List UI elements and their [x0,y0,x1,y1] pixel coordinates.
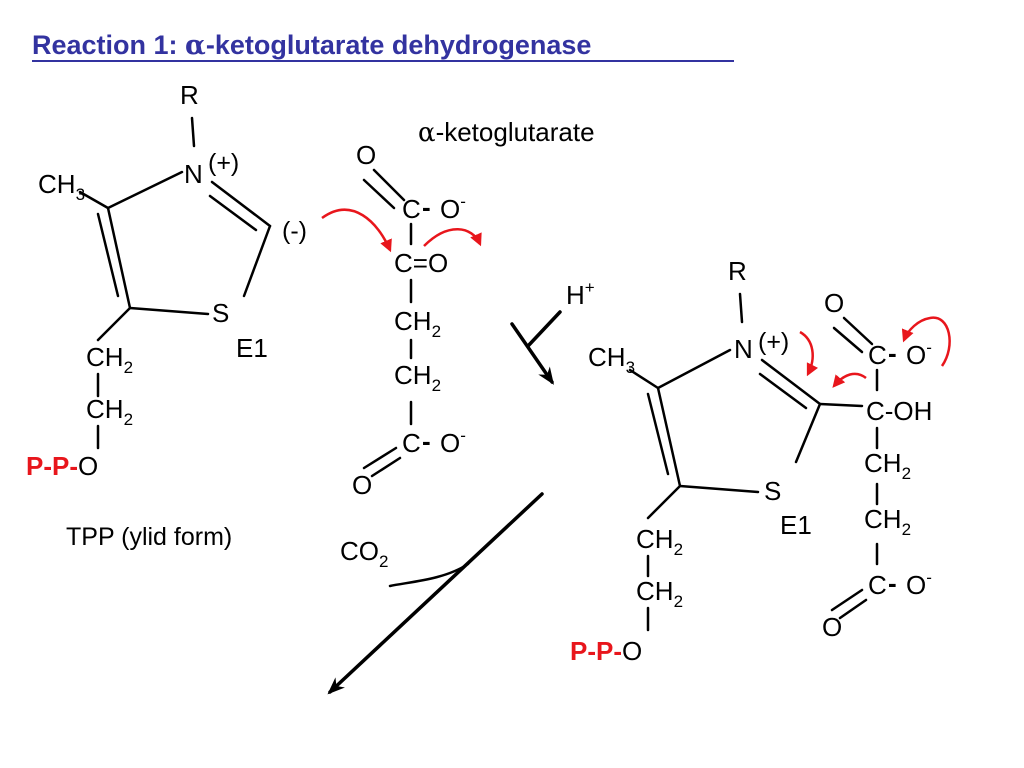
adduct-c5: C [868,570,887,600]
page-title: Reaction 1: α-ketoglutarate dehydrogenas… [32,30,591,61]
tpp-bond-c5-c4-double [96,212,120,298]
tpp-ch2-b: CH2 [86,394,133,429]
adduct-bond-c5-c4-double [646,392,670,476]
akg-c1-dash: - [422,192,431,222]
adduct-bond-co-double [832,326,864,354]
tpp-s-label: S [212,298,229,328]
adduct-bond-c2-coh [818,402,864,408]
adduct-bond-c4-n [656,348,732,390]
adduct-pp-o: P-P-O [570,636,642,666]
co2-release-branch [388,562,470,588]
tpp-bond-chain1 [96,306,132,342]
adduct-ch2-c: CH2 [864,448,911,483]
red-arrow-decarboxylation [901,316,951,367]
red-arrow-carbonyl [423,228,482,247]
akg-c5-dash: - [422,426,431,456]
adduct-bond-s-c5 [678,484,760,494]
reaction-arrow-proton-branch [526,310,562,348]
adduct-bond-ch3 [628,368,660,390]
tpp-r-bond [190,116,196,148]
adduct-bond-c5-o [838,598,868,620]
red-arrow-ring-electrons [799,330,819,377]
red-arrow-nucleophilic-attack [321,208,392,253]
adduct-o-bottom: O [822,612,842,642]
tpp-bond-c2-s [242,224,272,298]
adduct-ch2-d: CH2 [864,504,911,539]
akg-bond-co-double [362,178,396,210]
adduct-bond-c5-o-double [830,588,864,612]
adduct-n-charge: (+) [758,328,789,356]
tpp-n-label: N [184,159,203,189]
adduct-e1-label: E1 [780,510,812,540]
akg-o-top: O [356,140,376,170]
proton-label: H+ [566,278,595,310]
alpha-ketoglutarate: α-ketoglutarate O C - O- C=O CH2 CH2 C -… [352,117,595,500]
adduct-bond-chain1 [646,484,682,520]
adduct-ch2-b: CH2 [636,576,683,611]
adduct-c5-dash: - [888,568,897,598]
adduct-coh: C-OH [866,396,932,426]
adduct-c1: C [868,340,887,370]
akg-bond-c5-o-double [362,446,398,470]
tpp-ch2-a: CH2 [86,342,133,377]
tpp-pp-o: P-P-O [26,451,98,481]
co2-label: CO2 [340,536,388,571]
akg-bond-c5-o [370,456,402,478]
tpp-bond-n-c2-double [208,194,258,232]
adduct-bond-co [842,316,874,346]
adduct-ch3-label: CH3 [588,342,635,377]
akg-o-bottom: O [352,470,372,500]
tpp-ch3-label: CH3 [38,169,85,204]
akg-c1: C [402,194,421,224]
adduct-bond-c5-c4 [656,386,682,488]
red-arrow-c-c-bond [832,372,867,388]
adduct-r-bond [738,292,744,324]
akg-ch2-a: CH2 [394,306,441,341]
akg-o-minus: O- [440,192,466,224]
tpp-akg-adduct: R N (+) CH3 S E1 CH2 CH2 P-P-O O C - O- … [570,256,932,666]
reaction-arrow-step1 [510,322,554,385]
tpp-bond-n-c2 [210,180,272,228]
adduct-o-minus: O- [906,338,932,370]
akg-label: α-ketoglutarate [418,117,595,148]
adduct-c1-dash: - [888,338,897,368]
tpp-carbanion-charge: (-) [282,217,307,245]
tpp-r-label: R [180,80,199,110]
tpp-bond-s-c5 [128,306,210,316]
tpp-n-charge: (+) [208,149,239,177]
akg-ch2-b: CH2 [394,360,441,395]
akg-o5-minus: O- [440,426,466,458]
akg-c5: C [402,428,421,458]
tpp-ylid: R N (+) CH3 S E1 CH2 CH2 P-P-O TPP (ylid… [26,80,307,551]
tpp-bond-c5-c4 [106,206,132,310]
adduct-bond-n-c2 [760,358,822,406]
adduct-bond-c2-s [794,402,822,464]
adduct-ch2-a: CH2 [636,524,683,559]
tpp-bond-c4-n [106,170,184,210]
adduct-bond-n-c2-double [758,372,808,410]
tpp-bond-ch3 [78,190,110,210]
adduct-r-label: R [728,256,747,286]
akg-c2: C=O [394,248,448,278]
tpp-caption: TPP (ylid form) [66,523,232,551]
adduct-o-top: O [824,288,844,318]
akg-bond-co [372,168,406,202]
reaction-arrow-step2 [327,492,544,695]
adduct-o5-minus: O- [906,568,932,600]
adduct-s-label: S [764,476,781,506]
adduct-n-label: N [734,334,753,364]
tpp-e1-label: E1 [236,333,268,363]
